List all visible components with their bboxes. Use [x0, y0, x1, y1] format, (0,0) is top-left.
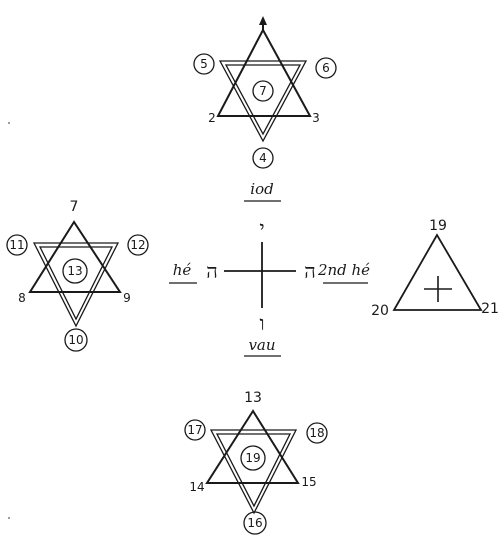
- bottom-star-right-bottom-number: 15: [301, 475, 316, 489]
- cross-right-word: 2nd hé: [317, 261, 370, 279]
- top-star-left-bottom-number: 2: [208, 111, 216, 125]
- bottom-star: 13 19 17 18 16 14 15: [184, 390, 328, 535]
- right-triangle-left-number: 20: [371, 303, 389, 319]
- top-star: 7 5 6 4 2 3: [193, 16, 337, 169]
- top-star-left-top-number: 5: [200, 57, 208, 71]
- top-star-arrow-head: [259, 16, 267, 25]
- left-star-left-bottom-number: 8: [18, 291, 26, 305]
- scan-dot: [8, 122, 10, 124]
- cross-top-letter: י: [259, 216, 264, 240]
- bottom-star-left-bottom-number: 14: [189, 480, 204, 494]
- top-star-center-number: 7: [259, 84, 267, 98]
- top-star-down-triangle-outer: [218, 60, 308, 143]
- right-triangle-shape: [392, 233, 483, 311]
- top-star-right-top-number: 6: [322, 61, 330, 75]
- left-star-right-top-number: 12: [130, 238, 145, 252]
- right-triangle: 19 20 21: [371, 218, 499, 319]
- left-star-right-bottom-number: 9: [123, 291, 131, 305]
- left-star-right-top-circle: [127, 234, 149, 256]
- bottom-star-bottom-number: 16: [247, 516, 262, 530]
- bottom-star-center-circle: [240, 445, 266, 471]
- top-star-left-top-circle: [193, 53, 215, 75]
- left-star-center-circle: [62, 258, 88, 284]
- right-triangle-top-number: 19: [429, 218, 447, 234]
- top-star-right-bottom-number: 3: [312, 111, 320, 125]
- left-star-bottom-circle: [64, 328, 88, 352]
- left-star-up-triangle: [28, 220, 122, 293]
- top-star-center-circle: [252, 80, 274, 102]
- scan-dot: [8, 517, 10, 519]
- cross-top-word: iod: [250, 180, 273, 198]
- bottom-star-center-number: 19: [245, 451, 260, 465]
- bottom-star-left-top-number: 17: [187, 423, 202, 437]
- cross-right-letter: ה: [304, 259, 316, 283]
- left-star-bottom-number: 10: [68, 333, 83, 347]
- bottom-star-right-top-circle: [306, 422, 328, 444]
- cross-left-word: hé: [173, 261, 192, 279]
- left-star-down-triangle-outer: [32, 242, 120, 328]
- top-star-up-triangle: [216, 27, 312, 117]
- tetragrammaton-cross: י ה ה ו iod hé 2nd hé vau: [169, 180, 370, 357]
- bottom-star-down-triangle-outer: [209, 429, 298, 515]
- bottom-star-bottom-circle: [243, 511, 267, 535]
- top-star-right-top-circle: [315, 57, 337, 79]
- left-star-down-triangle-inner: [38, 246, 114, 321]
- bottom-star-right-top-number: 18: [309, 426, 324, 440]
- left-star-center-number: 13: [67, 264, 82, 278]
- top-star-bottom-circle: [252, 147, 274, 169]
- left-star-left-top-number: 11: [9, 238, 24, 252]
- top-star-down-triangle-inner: [224, 64, 302, 136]
- left-star-top-number: 7: [70, 199, 79, 215]
- right-triangle-right-number: 21: [481, 301, 499, 317]
- cross-bottom-letter: ו: [259, 311, 264, 335]
- left-star: 7 13 11 12 10 8 9: [6, 199, 149, 352]
- top-star-bottom-number: 4: [259, 151, 267, 165]
- cross-left-letter: ה: [206, 259, 218, 283]
- cross-bottom-word: vau: [248, 336, 275, 354]
- bottom-star-up-triangle: [205, 409, 300, 484]
- bottom-star-left-top-circle: [184, 419, 206, 441]
- bottom-star-down-triangle-inner: [215, 433, 292, 508]
- left-star-left-top-circle: [6, 234, 28, 256]
- bottom-star-top-number: 13: [244, 390, 262, 406]
